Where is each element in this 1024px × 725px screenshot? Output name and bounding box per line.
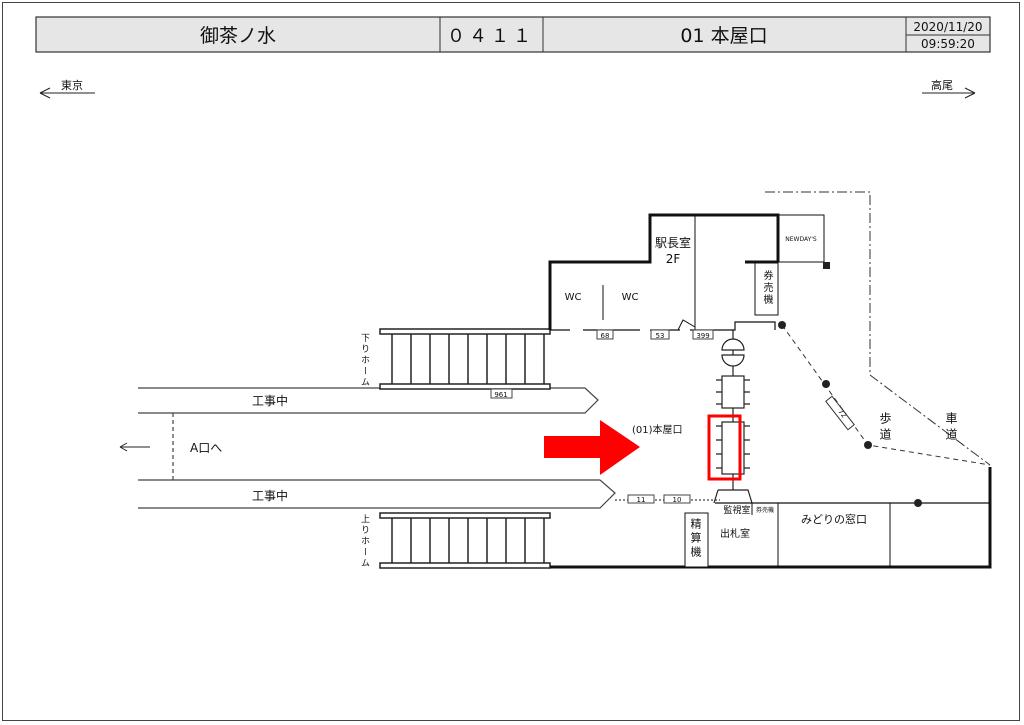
pillar-icon — [823, 262, 830, 269]
ticket-machine-top: 券売機 — [761, 270, 772, 306]
plate-399: 399 — [696, 332, 709, 340]
exit-01-label: (01)本屋口 — [632, 423, 683, 436]
ticket-machine-small: 券売機 — [756, 506, 774, 514]
arrow-right-icon — [922, 87, 976, 99]
upper-building — [548, 213, 825, 331]
stairs-up-platform — [379, 512, 551, 569]
pillar-icon — [914, 499, 922, 507]
date: 2020/11/20 — [913, 20, 982, 34]
direction-left-label: 東京 — [61, 78, 83, 92]
red-arrow-icon — [544, 420, 640, 475]
plate-11: 11 — [637, 496, 646, 504]
arrow-left-icon — [119, 442, 150, 452]
floor-label: 2F — [666, 252, 681, 266]
stair-rail — [379, 383, 551, 390]
direction-right: 高尾 — [922, 78, 976, 99]
exit-a-label: A口へ — [190, 441, 222, 455]
fare-adjust-machine: 精算機 — [689, 518, 702, 560]
stair-rail — [379, 328, 551, 335]
stairs-down-platform — [379, 328, 551, 390]
direction-right-label: 高尾 — [931, 78, 953, 92]
plate-961: 961 — [494, 391, 507, 399]
station-code: ０４１１ — [447, 26, 535, 47]
platform-up-label: 上りホーム — [359, 514, 369, 569]
roadway-label: 車道 — [944, 412, 958, 444]
newdays-shop: NEWDAY'S — [785, 236, 817, 243]
pillar-icon — [822, 380, 830, 388]
highlight-box — [707, 414, 742, 481]
lower-building — [550, 467, 992, 569]
stair-rail — [379, 512, 551, 519]
direction-left: 東京 — [39, 78, 95, 99]
construction-upper: 工事中 — [252, 393, 288, 408]
construction-lower: 工事中 — [252, 488, 288, 503]
time: 09:59:20 — [921, 37, 975, 51]
plate-68: 68 — [601, 332, 610, 340]
monitor-room: 監視室 — [723, 504, 750, 516]
station-name: 御茶ノ水 — [200, 25, 276, 47]
wc-right: WC — [622, 292, 639, 303]
sidewalk-label: 歩道 — [878, 412, 892, 444]
ticket-office: 出札室 — [720, 527, 750, 540]
station-master-room: 駅長室 — [655, 235, 691, 250]
midori-window: みどりの窓口 — [801, 512, 867, 526]
pillar-icon — [864, 441, 872, 449]
plate-53: 53 — [656, 332, 665, 340]
pillar-icon — [778, 321, 786, 329]
arrow-left-icon — [39, 87, 95, 99]
platform-down-label: 下りホーム — [359, 333, 369, 388]
plate-72: 72 — [836, 408, 848, 420]
pillars — [778, 321, 922, 507]
stair-rail — [379, 562, 551, 569]
plate-10: 10 — [673, 496, 682, 504]
header-bar: 御茶ノ水 ０４１１ 01 本屋口 2020/11/20 09:59:20 — [35, 16, 991, 53]
exit-title: 01 本屋口 — [680, 25, 767, 47]
wc-left: WC — [565, 292, 582, 303]
